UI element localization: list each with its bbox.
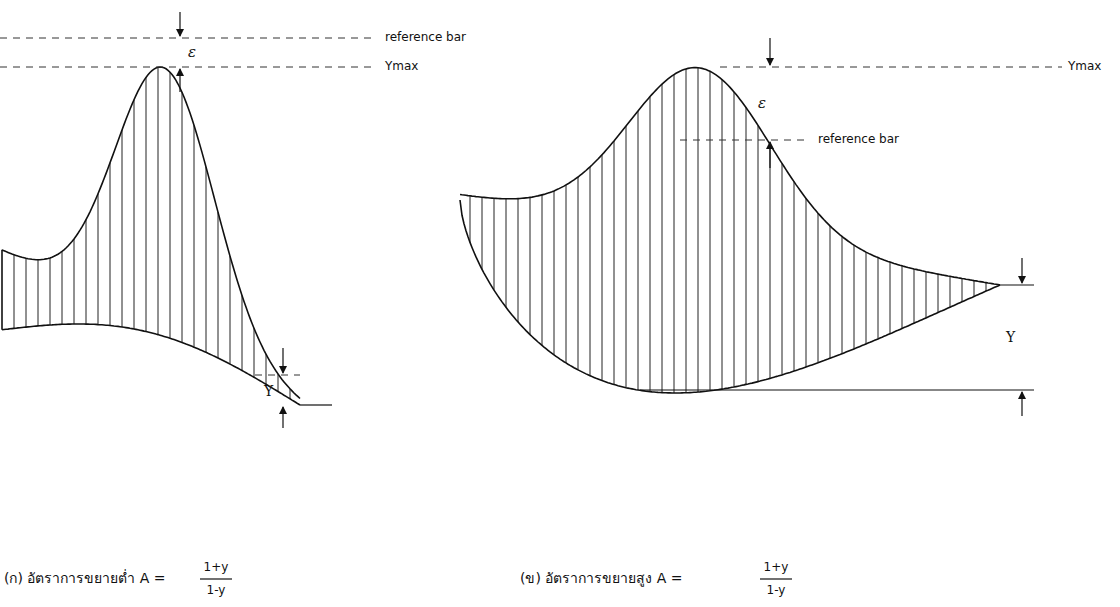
hatch-line	[194, 125, 195, 347]
hatch-line	[242, 295, 243, 370]
ymax-label: Ymax	[1068, 60, 1101, 73]
level-line	[300, 285, 1034, 405]
hatch-line	[902, 266, 903, 329]
hatch-line	[650, 97, 651, 392]
hatch-line	[698, 68, 699, 392]
y-label: Y	[1006, 330, 1015, 345]
hatch-line	[578, 177, 579, 370]
hatch-line	[674, 75, 675, 393]
hatch-line	[614, 141, 615, 385]
hatch-line	[818, 213, 819, 363]
hatch-line	[134, 100, 135, 329]
hatch-line	[830, 226, 831, 358]
hatch-line	[950, 276, 951, 307]
hatch-line	[266, 354, 267, 384]
envelope-curve	[460, 200, 1000, 393]
hatch-line	[842, 236, 843, 353]
hatch-line	[794, 182, 795, 372]
hatch-line	[482, 197, 483, 269]
envelope-curve	[2, 67, 300, 399]
hatch-line	[554, 191, 555, 355]
hatch-line	[878, 258, 879, 339]
epsilon-label: ε	[188, 44, 196, 61]
hatch-line	[146, 77, 147, 331]
hatch-line	[866, 252, 867, 344]
hatch-line	[890, 262, 891, 334]
hatch-line	[722, 80, 723, 390]
envelope-curve	[2, 324, 300, 405]
hatch-line	[182, 92, 183, 342]
hatch-line	[662, 84, 663, 393]
hatch-line	[770, 144, 771, 378]
y-label: Y	[264, 384, 273, 399]
hatch-line	[62, 251, 63, 324]
hatch-line	[542, 195, 543, 346]
hatch-line	[110, 163, 111, 326]
hatch-line	[962, 279, 963, 302]
hatch-line	[278, 374, 279, 392]
reference-label: reference bar	[385, 31, 466, 44]
hatch-line	[530, 197, 531, 334]
hatch-line	[86, 220, 87, 324]
hatch-line	[206, 167, 207, 352]
epsilon-label: ε	[758, 95, 766, 112]
hatch-line	[470, 196, 471, 243]
hatch-line	[914, 269, 915, 323]
fraction-denominator: 1-y	[207, 584, 226, 597]
hatch-line	[230, 256, 231, 364]
hatch-line	[806, 198, 807, 367]
hatch-line	[38, 260, 39, 326]
hatch-line	[974, 281, 975, 297]
hatch-line	[254, 328, 255, 377]
hatch-line	[98, 194, 99, 325]
hatch-line	[758, 125, 759, 381]
hatch-line	[566, 185, 567, 363]
fraction-numerator: 1+y	[764, 561, 789, 574]
dimension-arrow	[180, 12, 1022, 579]
hatch-line	[26, 258, 27, 327]
dashed-level	[0, 38, 1062, 375]
hatch-line	[746, 108, 747, 385]
hatch-line	[782, 163, 783, 375]
caption: (ข) อัตราการขยายสูง A =	[520, 571, 683, 586]
hatch-line	[14, 255, 15, 329]
hatch-line	[710, 71, 711, 391]
hatch-line	[506, 199, 507, 307]
hatch-line	[626, 126, 627, 388]
hatch-line	[122, 130, 123, 327]
reference-label: reference bar	[818, 133, 899, 146]
hatch-line	[158, 67, 159, 334]
hatch-line	[938, 274, 939, 312]
envelope-edge	[1, 250, 3, 330]
hatch-line	[638, 111, 639, 390]
caption: (ก) อัตราการขยายต่ำ A =	[4, 571, 166, 586]
hatch-line	[170, 72, 171, 338]
hatch-line	[218, 212, 219, 358]
hatch-line	[686, 69, 687, 393]
fraction-numerator: 1+y	[204, 561, 229, 574]
hatch-line	[854, 245, 855, 349]
hatching	[14, 67, 986, 399]
envelope-curve	[460, 68, 1000, 285]
hatch-line	[74, 239, 75, 324]
ymax-label: Ymax	[385, 60, 418, 73]
hatch-line	[518, 199, 519, 322]
fraction-denominator: 1-y	[767, 584, 786, 597]
hatch-line	[926, 272, 927, 318]
hatch-line	[986, 283, 987, 292]
hatch-line	[494, 198, 495, 290]
envelope	[2, 67, 1000, 405]
hatch-line	[590, 167, 591, 376]
hatch-line	[734, 92, 735, 387]
hatch-line	[50, 258, 51, 325]
hatch-line	[602, 155, 603, 381]
